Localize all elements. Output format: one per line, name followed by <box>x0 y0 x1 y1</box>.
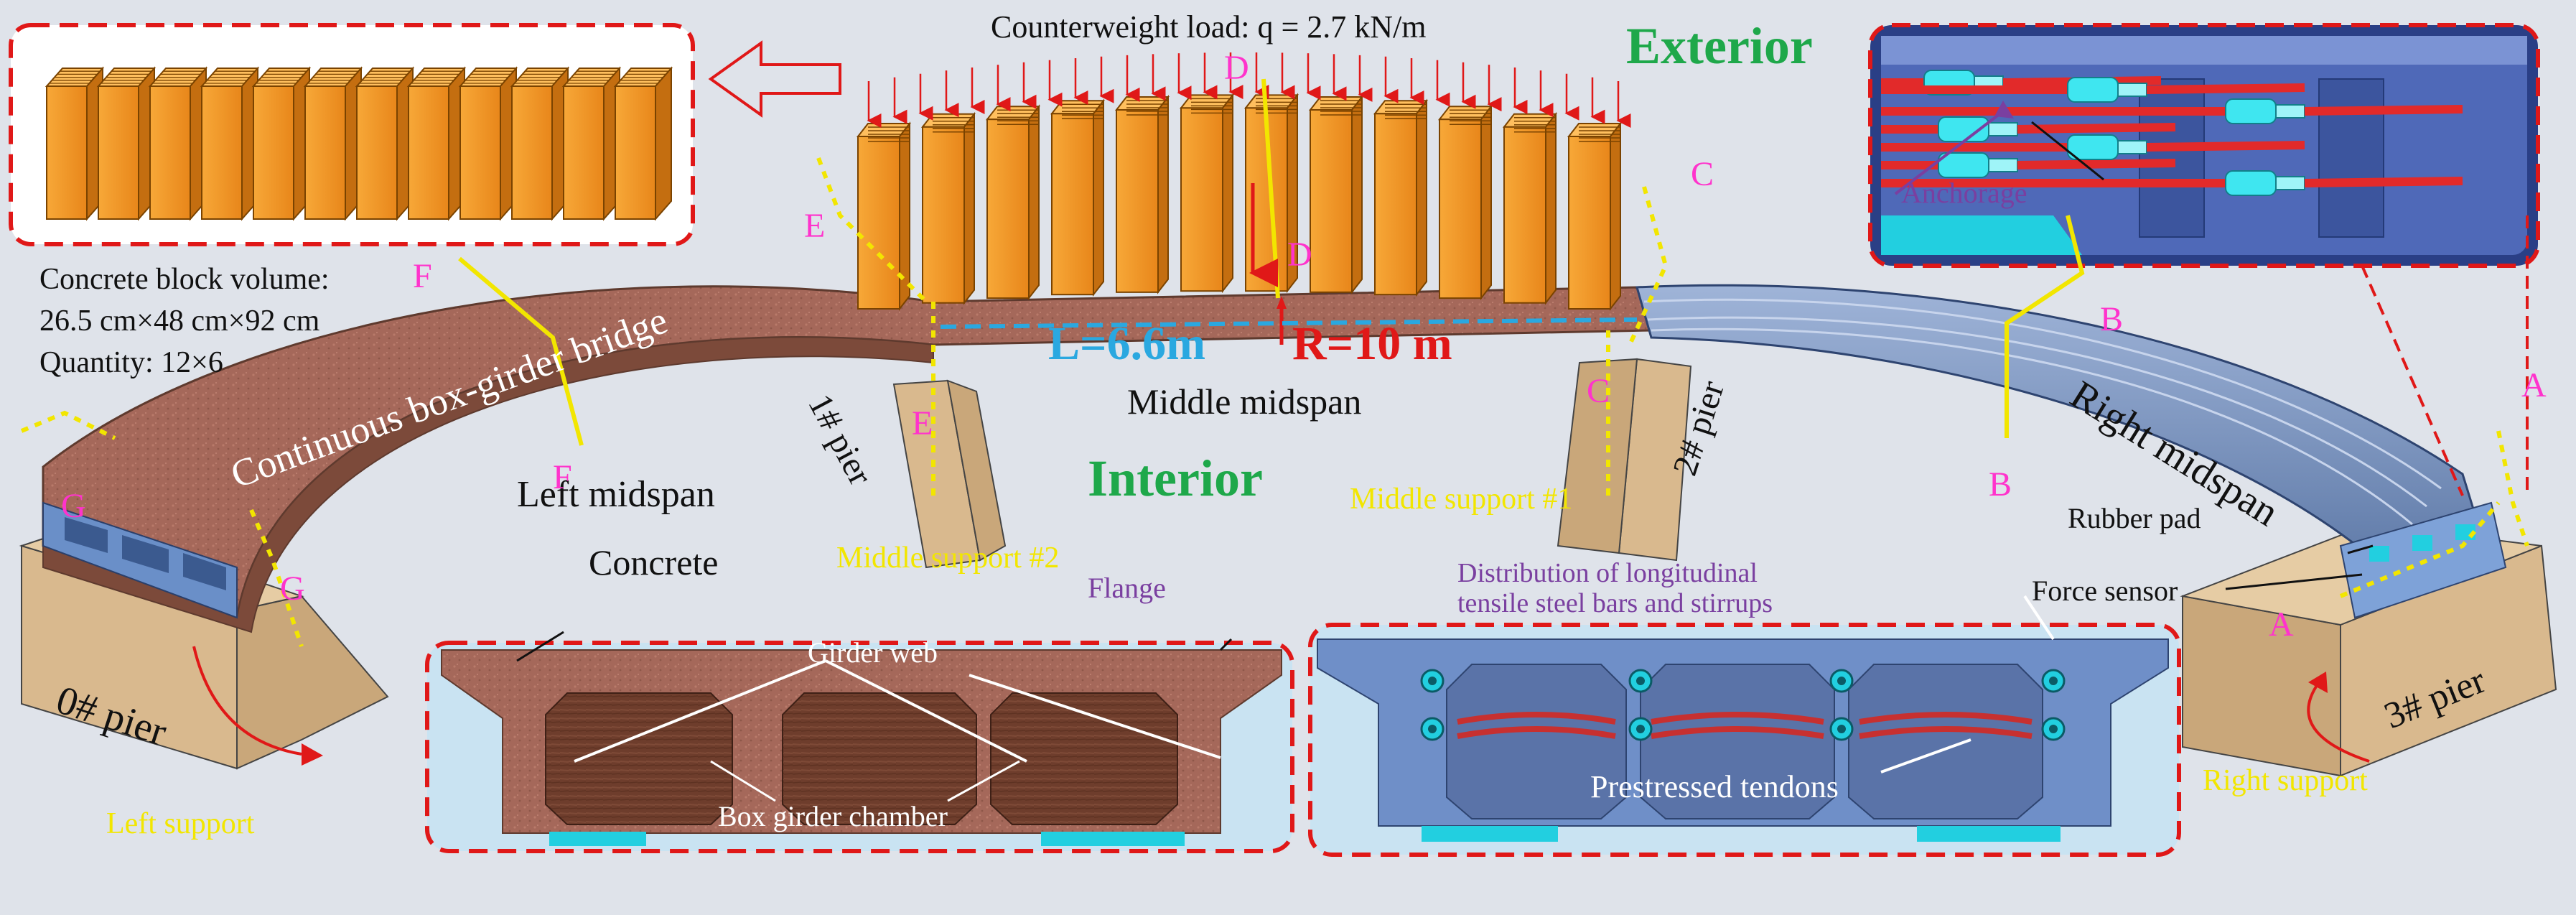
callout-arrow-left <box>708 40 841 118</box>
girder-web-label: Girder web <box>808 636 938 669</box>
block-volume-line1: Concrete block volume: <box>39 263 330 296</box>
letter-a-top: A <box>2521 366 2547 404</box>
anchor-head <box>1881 170 2463 196</box>
middle-midspan-label: Middle midspan <box>1127 381 1361 422</box>
length-label: L=6.6m <box>1048 317 1205 370</box>
rubber-pad-label: Rubber pad <box>2068 502 2201 534</box>
callout-block <box>561 66 622 221</box>
middle-support-2-label: Middle support #2 <box>836 542 1059 575</box>
letter-b-bottom: B <box>1989 465 2012 503</box>
counterweight-label: Counterweight load: q = 2.7 kN/m <box>991 9 1427 45</box>
block-volume-line2: 26.5 cm×48 cm×92 cm <box>39 305 320 338</box>
letter-g-bottom: G <box>280 570 305 608</box>
callout-block <box>200 66 260 221</box>
callout-steel-section <box>1308 595 2181 857</box>
block-stack <box>1502 111 1558 305</box>
force-sensor-label: Force sensor <box>2032 575 2178 607</box>
right-support-label: Right support <box>2203 764 2368 797</box>
middle-support-1-label: Middle support #1 <box>1350 483 1572 516</box>
callout-block <box>251 66 312 221</box>
callout-block <box>355 66 415 221</box>
counterweight-load-arrows <box>867 52 1631 128</box>
block-quantity: Quantity: 12×6 <box>39 346 223 379</box>
pier-1 <box>892 379 1007 569</box>
callout-concrete-section <box>425 641 1294 853</box>
callout-block-detail <box>9 23 695 246</box>
section-letters: A A B B C C D D E E F F G G <box>61 49 2547 644</box>
dimension-arrows <box>940 183 1638 345</box>
letter-c-top: C <box>1691 155 1714 193</box>
callout-anchorage-detail <box>1868 23 2540 268</box>
anchorage-label: Anchorage <box>1901 177 2027 209</box>
callout-block <box>613 66 673 221</box>
counterweight-blocks <box>856 93 1623 311</box>
block-stack <box>1179 93 1235 294</box>
letter-a-bottom: A <box>2269 605 2294 644</box>
letter-c-bottom: C <box>1587 372 1610 410</box>
letter-e-top: E <box>804 207 825 245</box>
anchor-head <box>1881 98 2463 124</box>
flange-label: Flange <box>1088 572 1166 604</box>
letter-f-bottom: F <box>553 458 572 496</box>
letter-f-top: F <box>413 257 432 295</box>
callout-block <box>148 66 208 221</box>
support-outlines <box>20 157 2529 647</box>
block-stack <box>920 111 976 305</box>
radius-label: R=10 m <box>1292 317 1452 370</box>
block-stack <box>1114 95 1170 294</box>
block-stack <box>1567 121 1623 311</box>
steel-bars-line2: tensile steel bars and stirrups <box>1457 588 1773 618</box>
block-stack <box>985 104 1041 301</box>
steel-bars-line1: Distribution of longitudinal <box>1457 558 1758 588</box>
anchor-head <box>1881 152 2176 178</box>
anchor-head <box>1881 134 2305 160</box>
letter-b-top: B <box>2100 300 2123 338</box>
pier-1-label: 1# pier <box>801 388 879 491</box>
letter-d-top: D <box>1224 49 1249 87</box>
callout-block <box>45 66 105 221</box>
block-stack <box>1308 95 1364 294</box>
box-girder-chamber-label: Box girder chamber <box>718 800 948 832</box>
left-midspan-label: Left midspan <box>517 474 715 515</box>
leader-lines <box>516 121 2374 662</box>
block-stack <box>1373 98 1429 297</box>
letter-e-bottom: E <box>912 404 933 442</box>
interior-label: Interior <box>1088 450 1263 507</box>
anchor-head <box>1881 77 2305 103</box>
left-support-label: Left support <box>106 807 255 840</box>
callout-block <box>96 66 157 221</box>
exterior-label: Exterior <box>1626 17 1813 75</box>
girder-steel-span <box>1635 284 2507 619</box>
anchor-head <box>1881 116 2176 142</box>
callout-block <box>458 66 518 221</box>
prestressed-tendons-label: Prestressed tendons <box>1590 769 1839 804</box>
block-stack <box>1437 104 1493 301</box>
concrete-label: Concrete <box>589 542 718 582</box>
callout-block <box>406 66 467 221</box>
letter-g-top: G <box>61 487 86 525</box>
girder-concrete-span <box>42 285 1653 633</box>
letter-d-bottom: D <box>1287 236 1312 274</box>
callout-block <box>510 66 570 221</box>
support-arrows <box>192 646 2370 766</box>
block-stack <box>1050 98 1106 297</box>
callout-block <box>303 66 363 221</box>
pier-2 <box>1557 358 1692 562</box>
block-stack <box>856 121 912 311</box>
